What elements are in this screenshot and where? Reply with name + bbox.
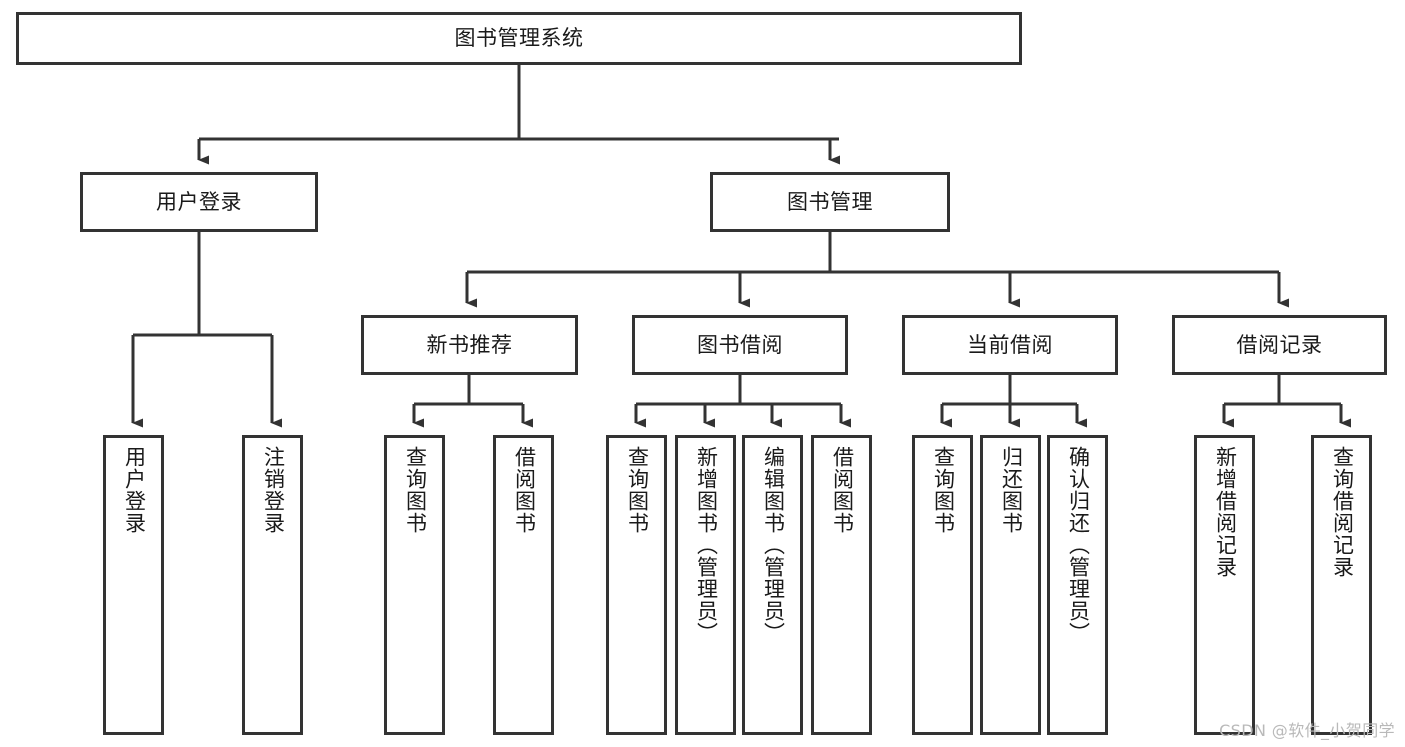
node-leaf-confirm-return[interactable]: 确认归还（管理员）	[1047, 435, 1108, 735]
node-leaf-add-borrow-record[interactable]: 新增借阅记录	[1194, 435, 1255, 735]
node-user-login[interactable]: 用户登录	[80, 172, 318, 232]
node-book-management[interactable]: 图书管理	[710, 172, 950, 232]
node-label: 借阅图书	[512, 446, 537, 534]
node-label: 编辑图书（管理员）	[761, 446, 786, 644]
node-label: 图书管理	[787, 189, 873, 214]
node-label: 查询图书	[931, 446, 956, 534]
node-label: 归还图书	[999, 446, 1024, 534]
node-leaf-borrow-book-1[interactable]: 借阅图书	[493, 435, 554, 735]
node-label: 查询图书	[625, 446, 650, 534]
node-leaf-query-book-1[interactable]: 查询图书	[384, 435, 445, 735]
node-new-book-recommendation[interactable]: 新书推荐	[361, 315, 578, 375]
node-label: 借阅记录	[1236, 332, 1323, 357]
node-label: 查询图书	[403, 446, 428, 534]
node-label: 图书管理系统	[454, 26, 584, 51]
node-leaf-borrow-book-2[interactable]: 借阅图书	[811, 435, 872, 735]
node-borrow-records[interactable]: 借阅记录	[1172, 315, 1387, 375]
node-leaf-logout[interactable]: 注销登录	[242, 435, 303, 735]
node-label: 新书推荐	[426, 332, 513, 357]
node-leaf-add-book[interactable]: 新增图书（管理员）	[675, 435, 736, 735]
node-label: 注销登录	[261, 446, 286, 534]
node-label: 用户登录	[122, 446, 147, 534]
node-label: 新增借阅记录	[1213, 446, 1238, 578]
node-book-borrowing[interactable]: 图书借阅	[632, 315, 848, 375]
node-leaf-edit-book[interactable]: 编辑图书（管理员）	[742, 435, 803, 735]
node-leaf-user-login[interactable]: 用户登录	[103, 435, 164, 735]
node-label: 当前借阅	[967, 332, 1053, 357]
node-label: 图书借阅	[697, 332, 783, 357]
node-leaf-query-book-3[interactable]: 查询图书	[912, 435, 973, 735]
node-label: 借阅图书	[830, 446, 855, 534]
node-label: 用户登录	[156, 189, 242, 214]
node-label: 查询借阅记录	[1330, 446, 1355, 578]
node-leaf-return-book[interactable]: 归还图书	[980, 435, 1041, 735]
node-current-borrowing[interactable]: 当前借阅	[902, 315, 1118, 375]
node-leaf-query-book-2[interactable]: 查询图书	[606, 435, 667, 735]
node-root-system[interactable]: 图书管理系统	[16, 12, 1022, 65]
node-label: 确认归还（管理员）	[1066, 446, 1091, 644]
node-leaf-query-borrow-record[interactable]: 查询借阅记录	[1311, 435, 1372, 735]
csdn-watermark: CSDN @软件_小贺同学	[1219, 721, 1395, 740]
node-label: 新增图书（管理员）	[694, 446, 719, 644]
